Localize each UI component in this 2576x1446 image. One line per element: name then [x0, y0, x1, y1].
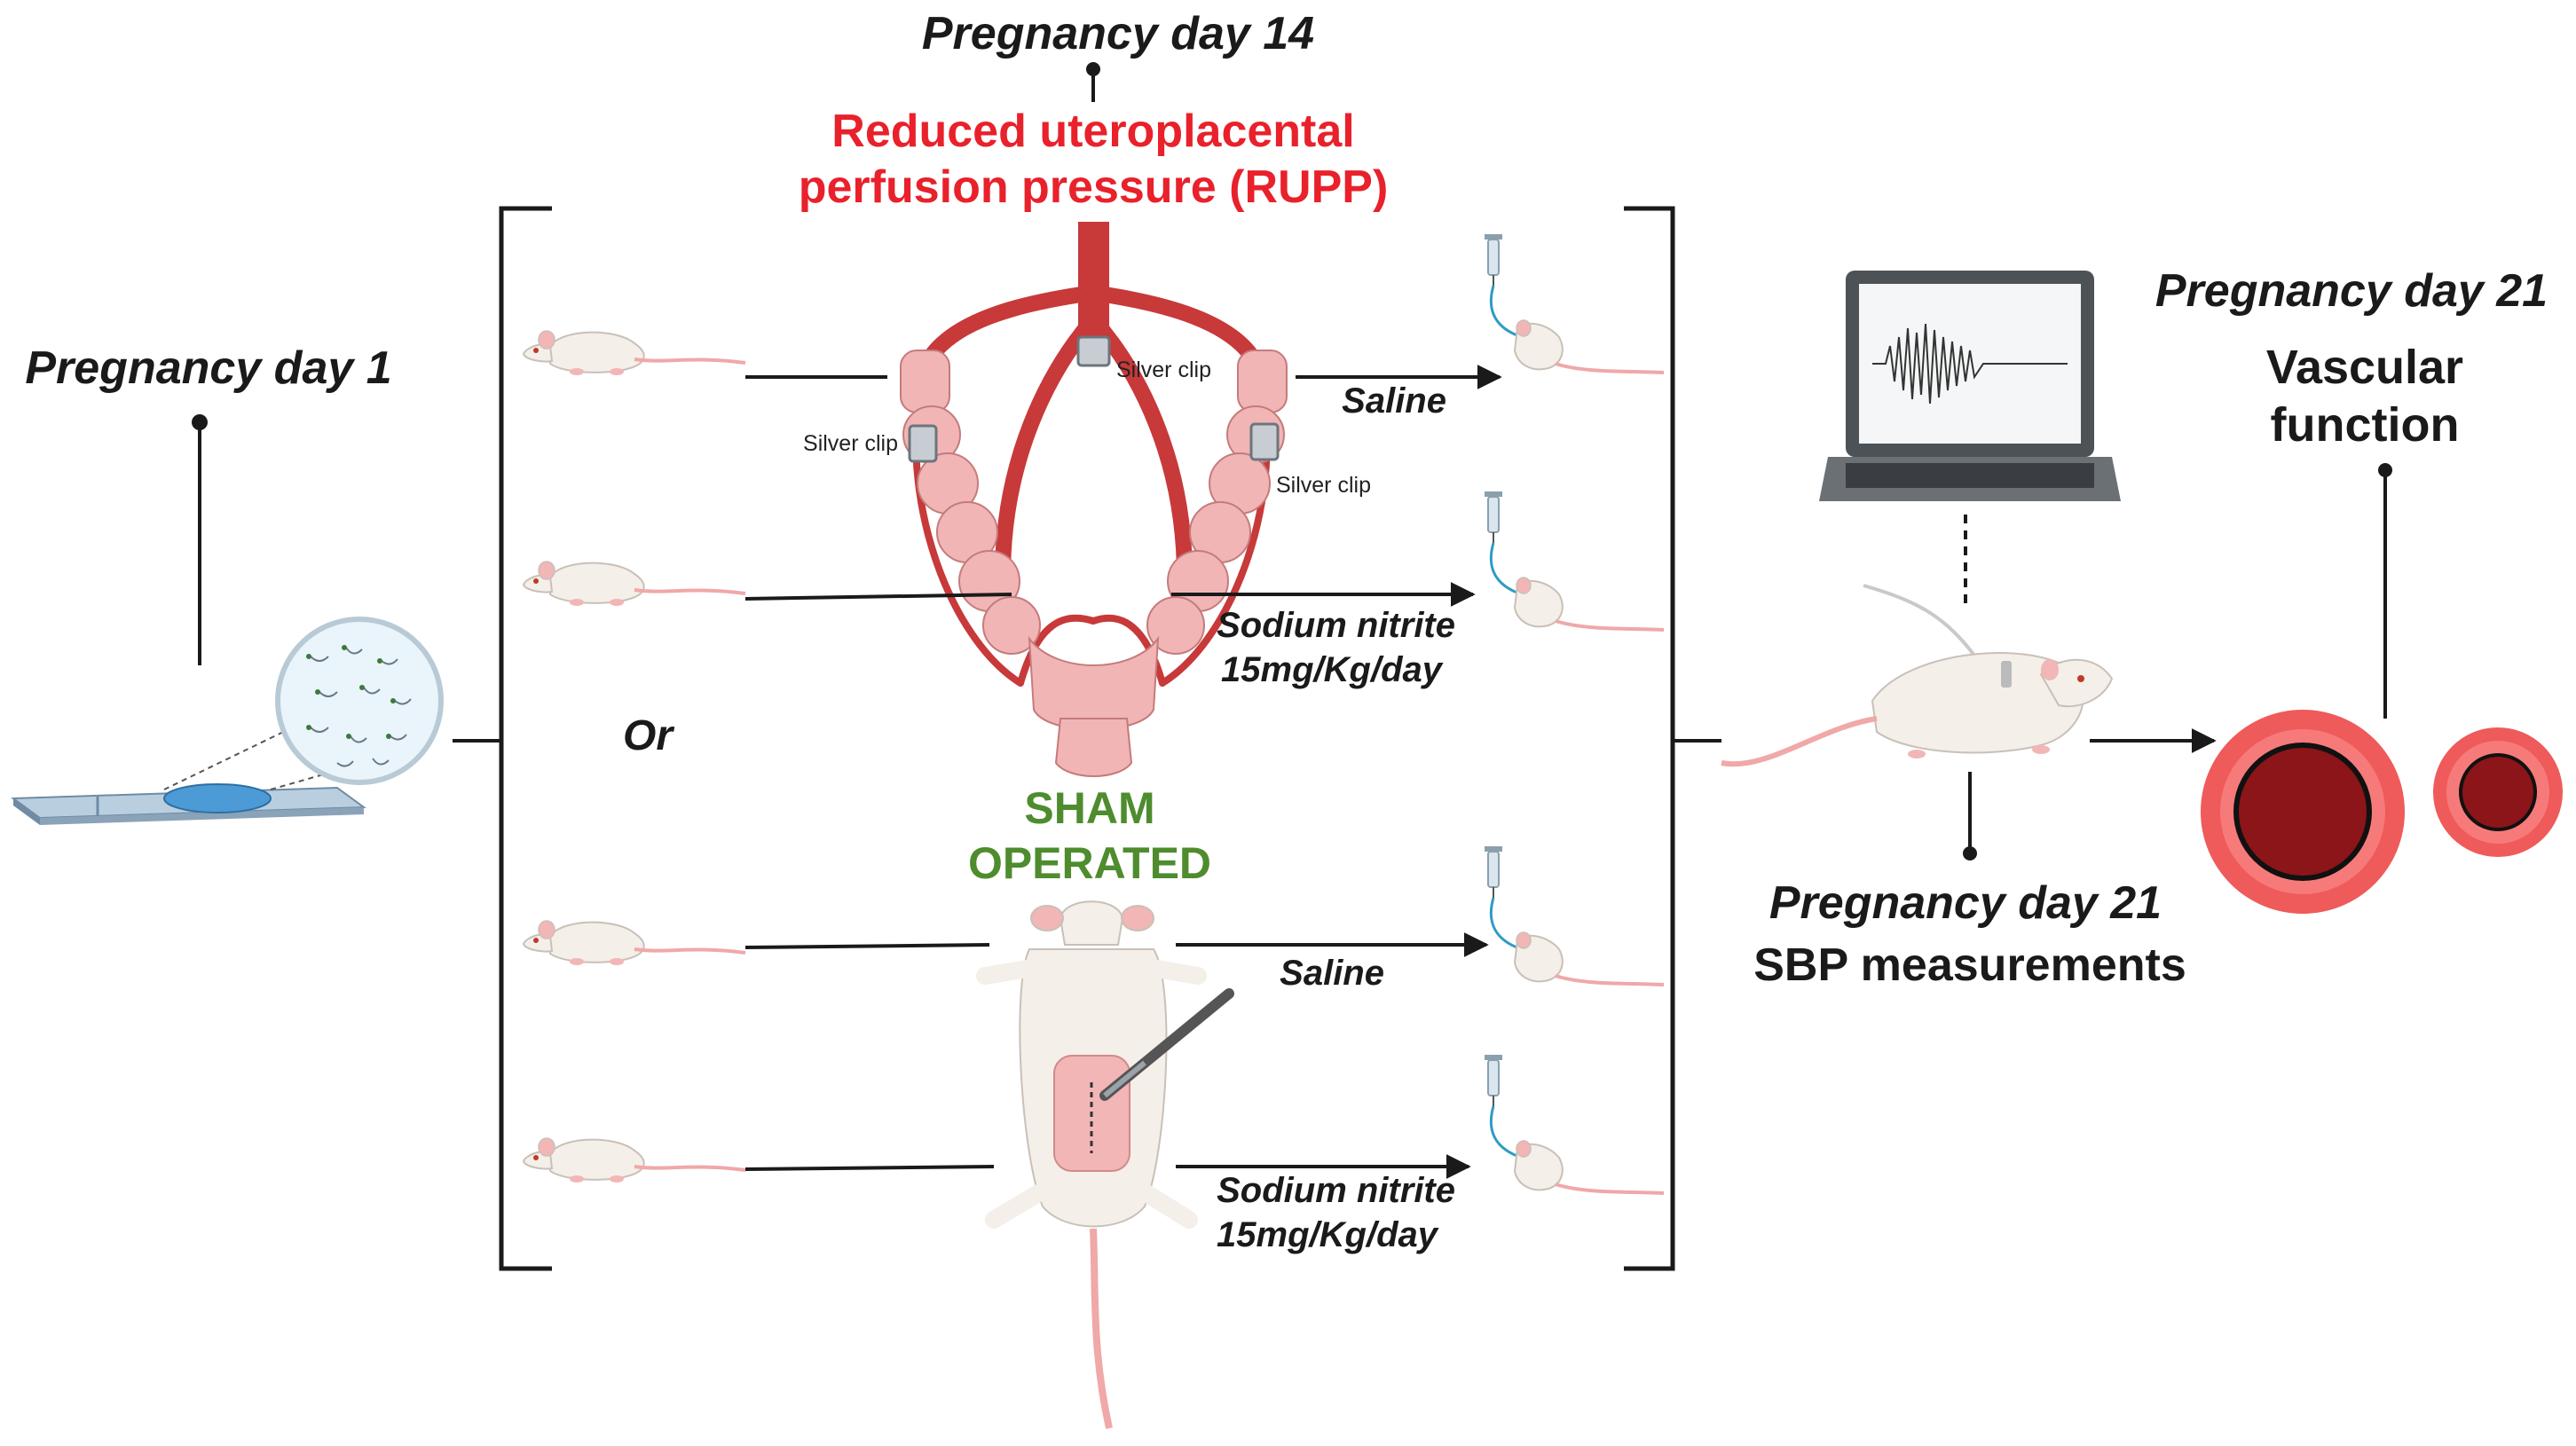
mouse-icon [522, 919, 747, 967]
pregnancy-day-14-label: Pregnancy day 14 [922, 8, 1314, 59]
nitrite-label-2-line2: 15mg/Kg/day [1217, 1215, 1439, 1254]
sbp-measurements-label: SBP measurements [1753, 939, 2186, 991]
silver-clip-label: Silver clip [803, 431, 898, 456]
laptop-icon [1819, 271, 2121, 501]
tail-cuff-mouse-icon [1721, 584, 2114, 767]
vascular-label-line2: function [2271, 398, 2460, 452]
sham-title-line2: OPERATED [968, 838, 1211, 888]
arrow-line [744, 593, 1012, 601]
pregnancy-day-1-label: Pregnancy day 1 [25, 342, 391, 394]
injected-mouse-icon [1483, 490, 1666, 632]
timeline-dot [1963, 846, 1977, 861]
mouse-icon [522, 1136, 747, 1184]
rupp-title-line1: Reduced uteroplacental [831, 106, 1354, 157]
sham-rat-icon [976, 900, 1207, 1429]
uterine-arteries-icon [900, 222, 1288, 777]
injected-mouse-icon [1483, 232, 1666, 374]
sperm-magnifier-icon [163, 617, 444, 790]
injected-mouse-icon [1483, 1053, 1666, 1195]
sham-title-line1: SHAM [1024, 783, 1154, 833]
nitrite-label-2-line1: Sodium nitrite [1217, 1171, 1455, 1210]
vascular-label-line1: Vascular [2266, 341, 2463, 394]
arrow-line [744, 1165, 995, 1171]
silver-clip-label: Silver clip [1276, 473, 1371, 498]
left-bracket [499, 206, 552, 1271]
saline-label-2: Saline [1280, 954, 1384, 993]
rupp-title-line2: perfusion pressure (RUPP) [799, 161, 1389, 213]
pregnancy-day-21-vasc-label: Pregnancy day 21 [2155, 265, 2548, 317]
or-label: Or [623, 712, 674, 759]
nitrite-label-1-line2: 15mg/Kg/day [1221, 650, 1444, 689]
microscope-slide-icon [11, 783, 366, 825]
mouse-icon [522, 560, 747, 608]
injected-mouse-icon [1483, 845, 1666, 986]
right-bracket [1624, 206, 1675, 1271]
mouse-icon [522, 329, 747, 377]
silver-clip-label: Silver clip [1116, 358, 1211, 382]
silver-clip-icon [908, 335, 1280, 463]
saline-label-1: Saline [1342, 381, 1446, 420]
arrow-line [744, 943, 990, 949]
blood-vessel-icon [2201, 710, 2563, 914]
scalpel-icon [1099, 988, 1234, 1101]
pregnancy-day-21-sbp-label: Pregnancy day 21 [1769, 877, 2162, 929]
nitrite-label-1-line1: Sodium nitrite [1217, 606, 1455, 645]
